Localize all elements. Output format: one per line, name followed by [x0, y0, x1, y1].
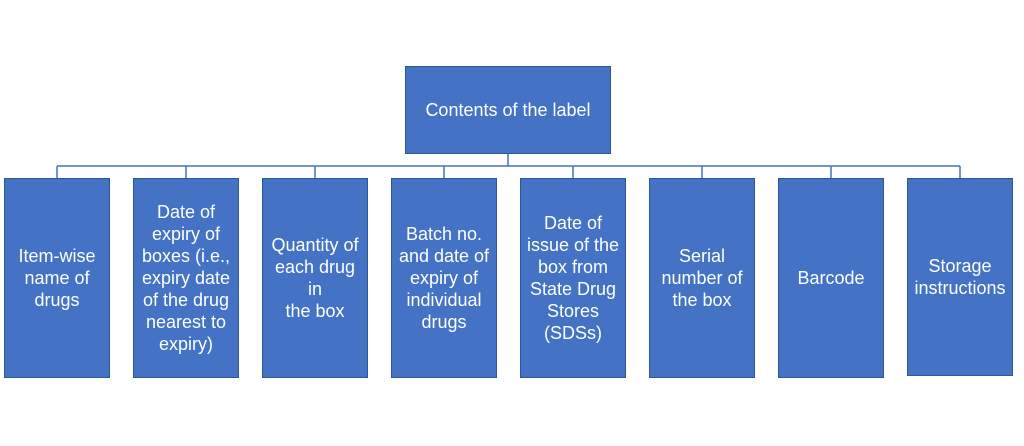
child-node-item-wise-name: Item-wise name of drugs [4, 178, 110, 378]
child-node-serial-number: Serial number of the box [649, 178, 755, 378]
child-node-date-of-expiry-of-boxes: Date of expiry of boxes (i.e., expiry da… [133, 178, 239, 378]
child-node-label: Serial number of the box [661, 246, 743, 310]
child-node-label: Quantity of each drug in the box [271, 235, 359, 321]
child-node-date-of-issue: Date of issue of the box from State Drug… [520, 178, 626, 378]
child-node-label: Date of expiry of boxes (i.e., expiry da… [141, 202, 231, 354]
root-node: Contents of the label [405, 66, 611, 154]
child-node-label: Date of issue of the box from State Drug… [526, 213, 620, 343]
root-node-label: Contents of the label [425, 100, 591, 120]
child-node-label: Batch no. and date of expiry of individu… [398, 224, 490, 332]
child-node-barcode: Barcode [778, 178, 884, 378]
child-node-label: Barcode [797, 268, 865, 288]
child-node-label: Item-wise name of drugs [18, 246, 96, 310]
child-node-quantity: Quantity of each drug in the box [262, 178, 368, 378]
child-node-batch-no: Batch no. and date of expiry of individu… [391, 178, 497, 378]
child-node-label: Storage instructions [914, 256, 1006, 298]
child-node-storage-instructions: Storage instructions [907, 178, 1013, 376]
